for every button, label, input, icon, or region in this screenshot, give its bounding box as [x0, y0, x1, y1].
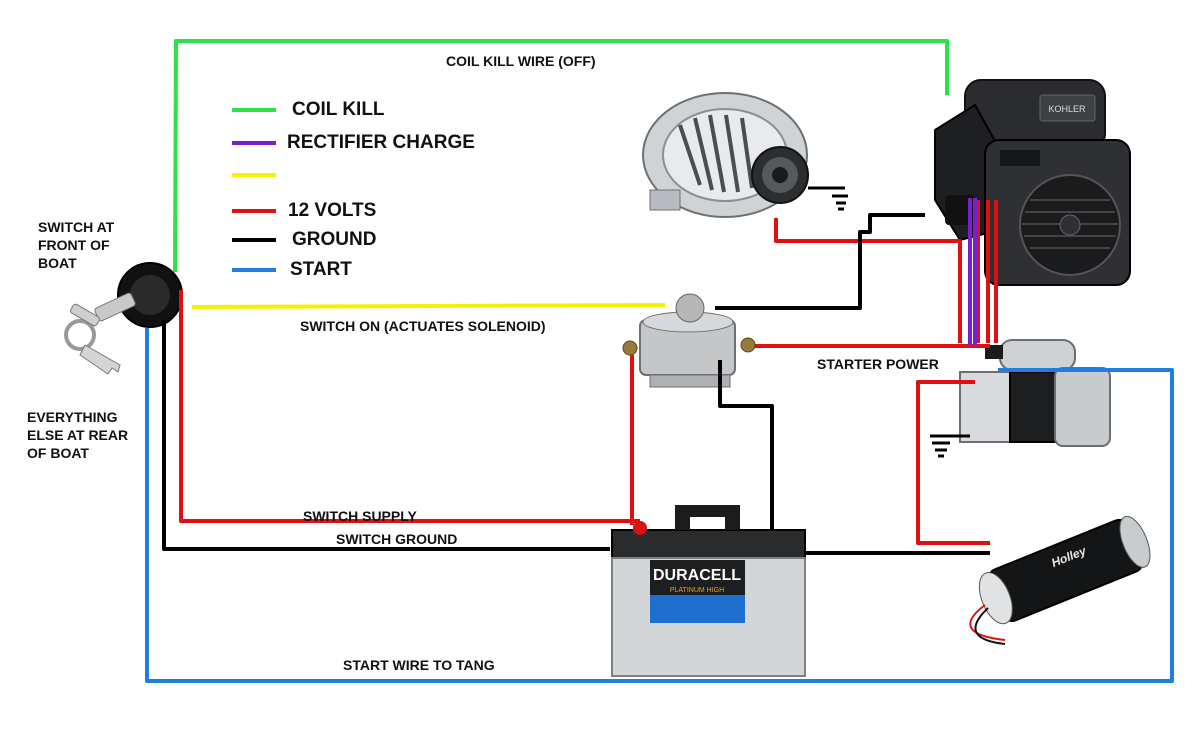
switch-ground-label: SWITCH GROUND [336, 531, 458, 547]
alternator [642, 92, 809, 218]
fuel-pump: Holley [969, 515, 1151, 645]
coil-kill-wire-label: COIL KILL WIRE (OFF) [446, 53, 596, 69]
start-wire-label: START WIRE TO TANG [343, 657, 495, 673]
battery: DURACELL PLATINUM HIGH [611, 505, 806, 677]
alternator-red-wire [774, 218, 962, 343]
key-switch [64, 262, 183, 375]
switch-on-label: SWITCH ON (ACTUATES SOLENOID) [300, 318, 546, 334]
battery-line-text: PLATINUM HIGH [670, 587, 724, 594]
solenoid-battery-ground-wire [718, 360, 774, 530]
solenoid-engine-ground-wire [715, 213, 925, 310]
rear-location-label: EVERYTHING ELSE AT REAR OF BOAT [27, 409, 129, 461]
legend-swatch-start [232, 268, 276, 272]
switch-location-label: SWITCH AT FRONT OF BOAT [38, 219, 115, 271]
legend-start: START [232, 258, 432, 282]
legend-label-start: START [290, 259, 352, 280]
engine: KOHLER [934, 79, 1131, 286]
legend-label-rectifier-charge: RECTIFIER CHARGE [287, 132, 475, 153]
pump-red-wire [916, 380, 990, 545]
starter-motor [959, 339, 1111, 447]
switch-supply-wire [179, 290, 640, 523]
starter-power-label: STARTER POWER [817, 356, 939, 372]
legend-yellow [232, 163, 292, 187]
legend-ground: GROUND [232, 228, 432, 252]
legend-coil-kill: COIL KILL [232, 98, 482, 122]
coil-kill-wire [173, 39, 949, 273]
engine-brand-text: KOHLER [1048, 104, 1086, 114]
switch-ground-wire [162, 320, 610, 551]
legend-rectifier-charge: RECTIFIER CHARGE [232, 131, 492, 155]
legend-12-volts: 12 VOLTS [232, 199, 432, 223]
legend-label-coil-kill: COIL KILL [292, 99, 385, 120]
legend-label-12-volts: 12 VOLTS [288, 200, 377, 221]
legend-swatch-12-volts [232, 209, 276, 213]
ground-symbol-alternator [808, 186, 848, 211]
legend-swatch-yellow [232, 173, 276, 177]
switch-on-wire [191, 303, 666, 309]
switch-supply-label: SWITCH SUPPLY [303, 508, 417, 524]
start-wire [145, 328, 1174, 683]
solenoid [622, 293, 756, 388]
legend-swatch-coil-kill [232, 108, 276, 112]
ground-symbol-starter [930, 434, 970, 458]
legend-swatch-ground [232, 238, 276, 242]
battery-brand-text: DURACELL [653, 567, 741, 584]
legend-swatch-rectifier-charge [232, 141, 276, 145]
legend-label-ground: GROUND [292, 229, 377, 250]
